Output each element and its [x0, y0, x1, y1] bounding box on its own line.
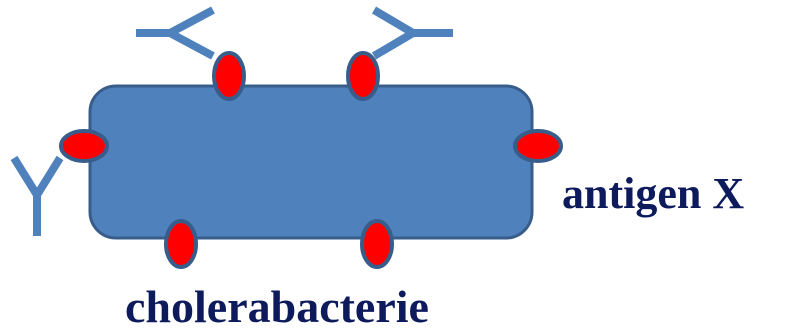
antibody-top-right — [374, 10, 453, 56]
antibody-left — [14, 158, 60, 236]
antigen-top-right — [348, 53, 378, 99]
antigen-bottom-right — [362, 221, 392, 267]
antigen-top-left — [214, 53, 244, 99]
cholerabacterie-label: cholerabacterie — [125, 284, 429, 330]
antigen-bottom-left — [166, 221, 196, 267]
antigen-right — [515, 131, 561, 161]
bacterium-body — [90, 86, 532, 238]
antigen-x-label: antigen X — [562, 172, 744, 216]
antigen-left — [61, 131, 107, 161]
antibody-top-left — [136, 10, 213, 56]
